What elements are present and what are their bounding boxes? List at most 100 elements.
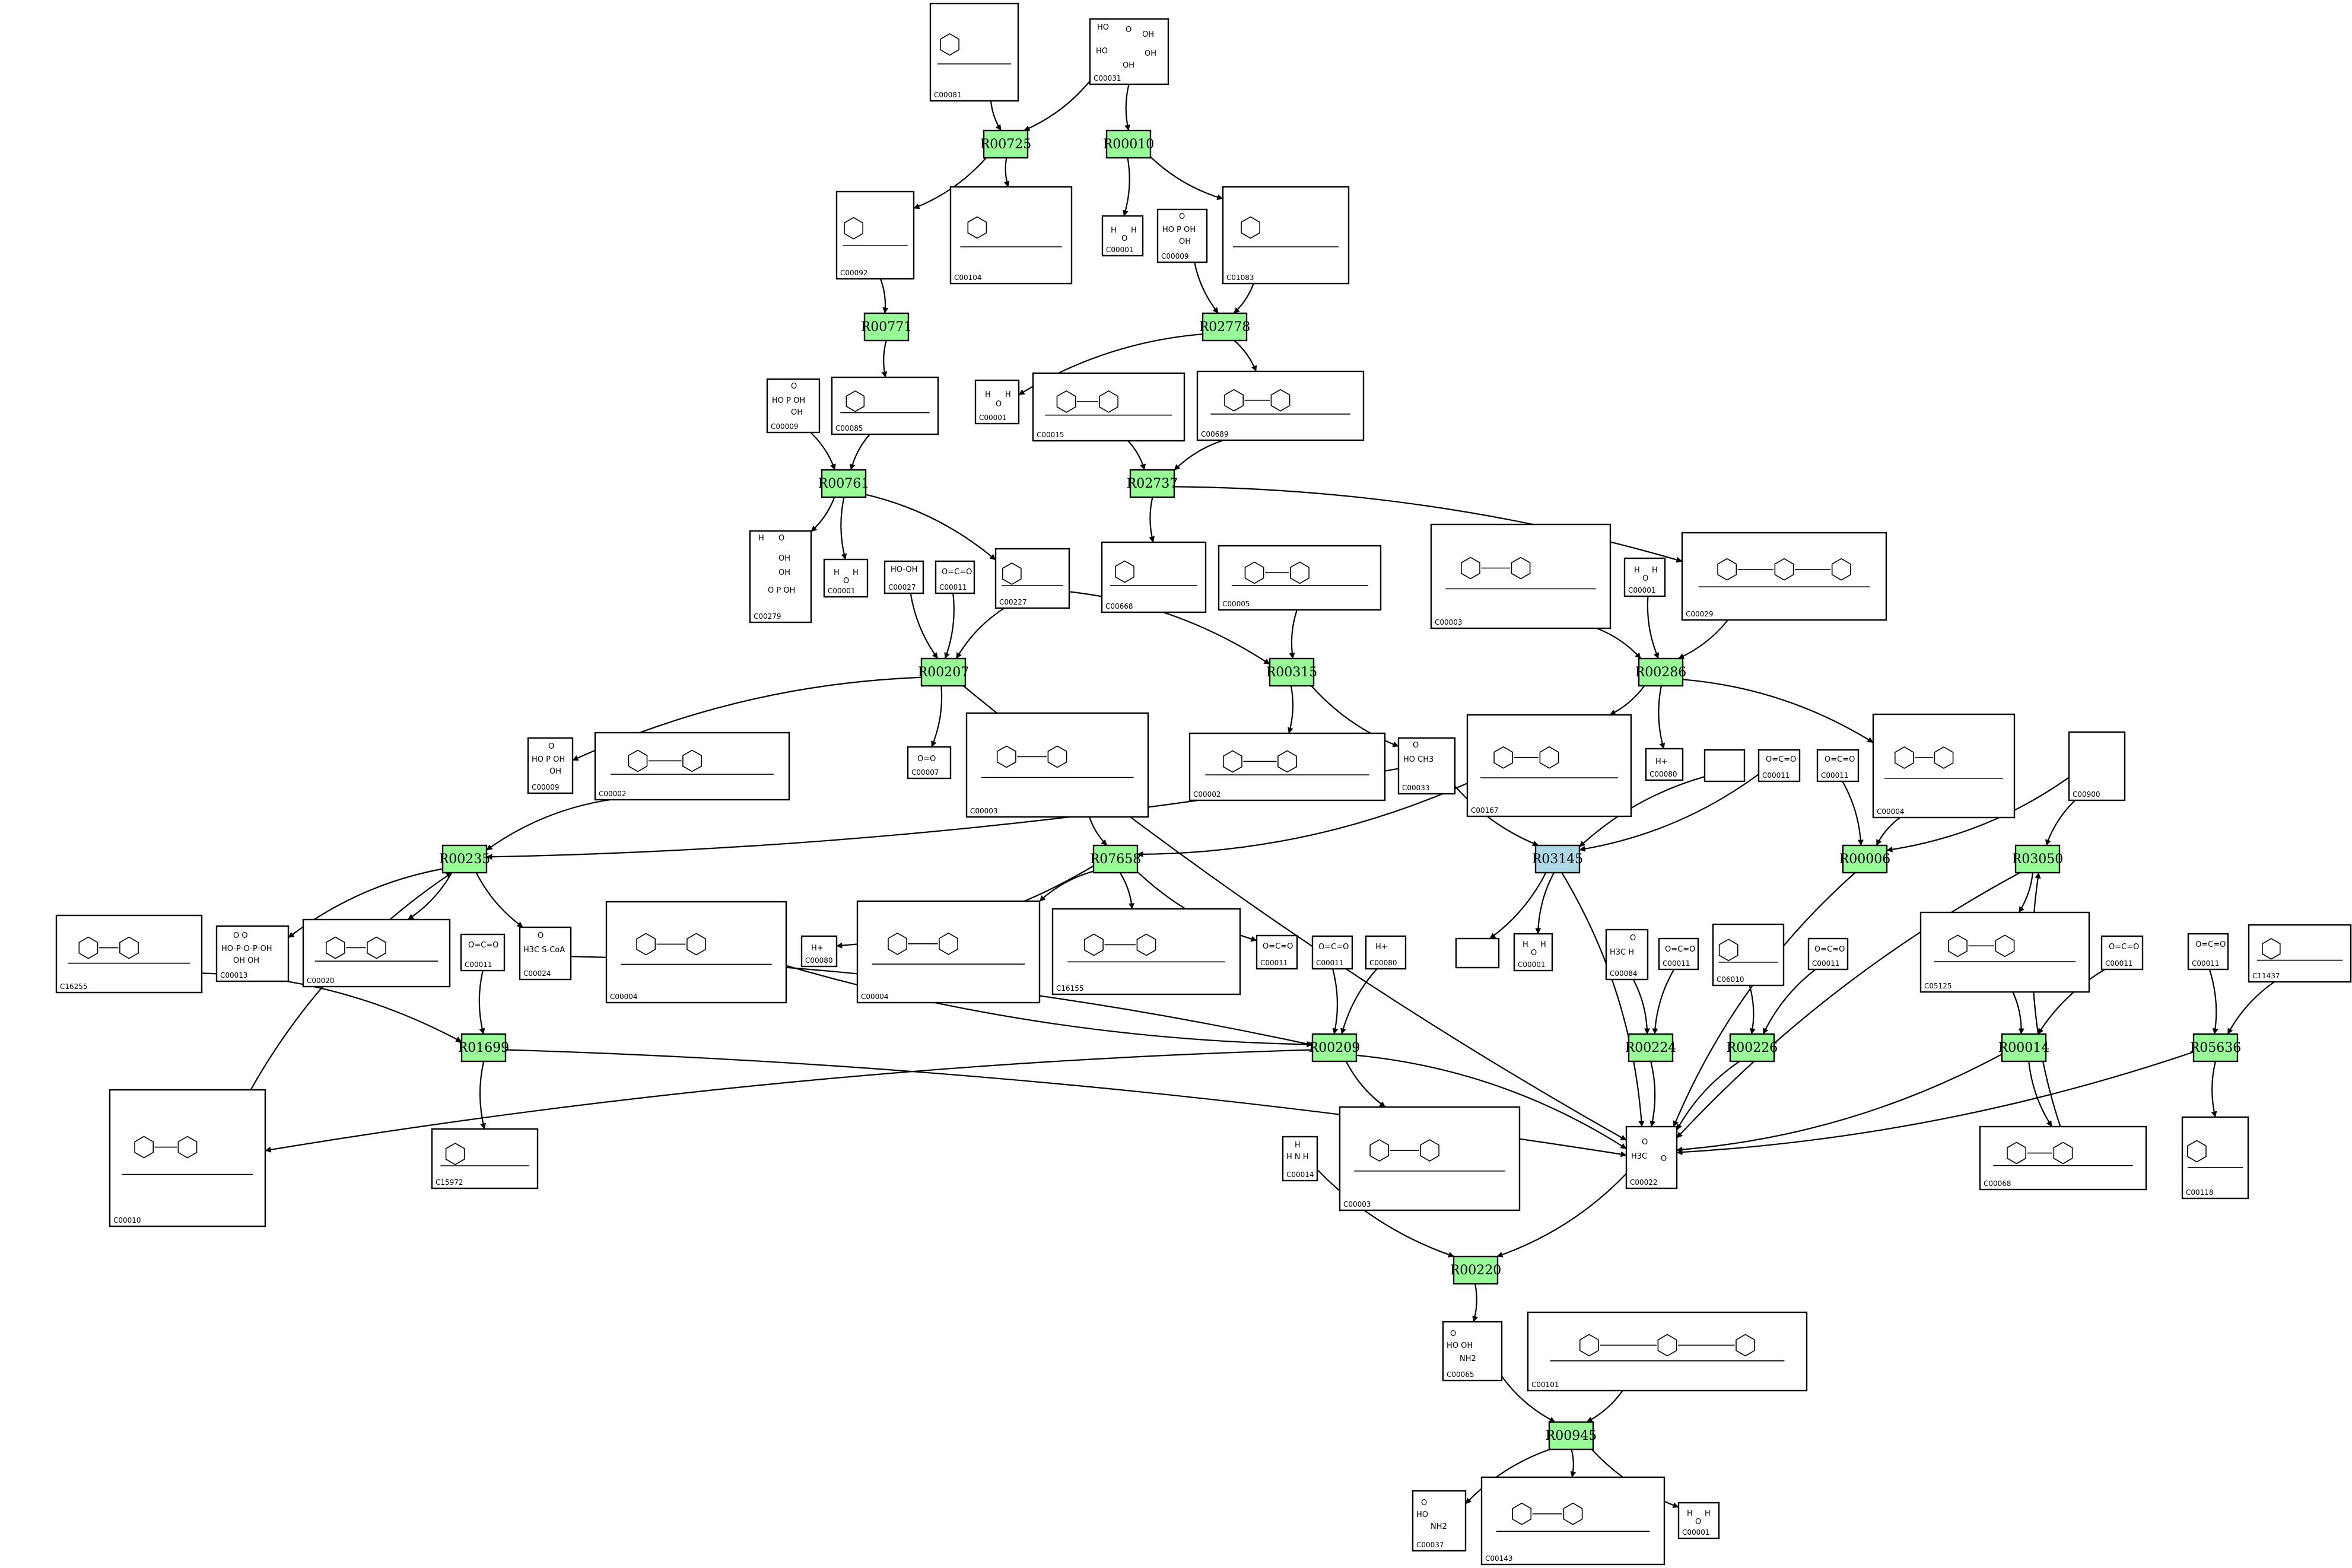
compound-node-n60[interactable]: C00003 xyxy=(1339,1106,1521,1211)
structure-drawing xyxy=(1232,216,1339,247)
compound-node-n36[interactable]: C16255 xyxy=(55,914,203,994)
compound-node-n27[interactable]: C00002 xyxy=(1188,732,1386,802)
reaction-node-r00209[interactable]: R00209 xyxy=(1309,1033,1361,1063)
compound-node-n59[interactable]: C15972 xyxy=(431,1128,539,1189)
reaction-node-r00286[interactable]: R00286 xyxy=(1635,657,1687,687)
reaction-node-r01699[interactable]: R01699 xyxy=(458,1033,510,1063)
reaction-node-r00725[interactable]: R00725 xyxy=(980,129,1032,159)
compound-node-n12[interactable]: C00085 xyxy=(831,376,939,435)
reaction-node-r00945[interactable]: R00945 xyxy=(1546,1421,1597,1451)
reaction-label: R00315 xyxy=(1266,665,1318,680)
compound-node-n52[interactable]: C06010 xyxy=(1712,923,1785,987)
reaction-node-r00006[interactable]: R00006 xyxy=(1839,844,1891,874)
compound-node-n03[interactable]: C00092 xyxy=(835,190,915,280)
reaction-node-r00224[interactable]: R00224 xyxy=(1625,1033,1677,1063)
compound-node-n58[interactable]: C00010 xyxy=(109,1089,266,1227)
compound-id-label: C16155 xyxy=(1056,984,1084,993)
compound-node-n62[interactable]: C00068 xyxy=(1979,1125,2147,1191)
compound-node-n57[interactable]: C11437 xyxy=(2248,924,2352,983)
compound-node-n42[interactable]: H+C00080 xyxy=(800,935,838,968)
reaction-node-r03050[interactable]: R03050 xyxy=(2012,844,2064,874)
compound-node-n47[interactable]: H+C00080 xyxy=(1365,935,1407,970)
compound-node-n19[interactable]: C00005 xyxy=(1218,545,1382,611)
compound-node-n54[interactable]: C05125 xyxy=(1919,911,2090,993)
reaction-node-r05636[interactable]: R05636 xyxy=(2190,1033,2242,1063)
compound-node-n34[interactable]: C00004 xyxy=(1872,713,2016,819)
compound-node-n07[interactable]: C01083 xyxy=(1222,186,1350,285)
edge-n46-to-R00209 xyxy=(1332,968,1339,1035)
compound-node-n18[interactable]: C00668 xyxy=(1101,541,1207,613)
compound-node-n01[interactable]: C00081 xyxy=(929,2,1019,102)
compound-node-n68[interactable]: C00143 xyxy=(1480,1476,1666,1566)
compound-id-label: C00068 xyxy=(1984,1179,2011,1188)
compound-node-n24[interactable]: C00002 xyxy=(594,731,790,801)
compound-node-n63[interactable]: C00118 xyxy=(2181,1116,2249,1200)
compound-node-n30[interactable]: H+C00080 xyxy=(1645,748,1684,781)
compound-node-n44[interactable]: C16155 xyxy=(1051,908,1241,995)
reaction-node-r07658[interactable]: R07658 xyxy=(1090,844,1142,874)
compound-node-n20[interactable]: C00003 xyxy=(1430,523,1612,629)
reaction-node-r00014[interactable]: R00014 xyxy=(1998,1033,2050,1063)
reaction-node-r02737[interactable]: R02737 xyxy=(1127,469,1178,498)
compound-node-n26[interactable]: C00003 xyxy=(965,712,1149,818)
reaction-node-r00226[interactable]: R00226 xyxy=(1727,1033,1778,1063)
reaction-node-r02778[interactable]: R02778 xyxy=(1199,312,1251,342)
edge-R00761-to-n13 xyxy=(811,497,835,532)
compound-node-n66[interactable]: C00101 xyxy=(1527,1311,1808,1392)
compound-node-n10[interactable]: C00689 xyxy=(1196,370,1365,441)
reaction-node-r00220[interactable]: R00220 xyxy=(1450,1255,1502,1285)
edge-n64-to-R00220 xyxy=(1317,1169,1455,1258)
reaction-node-r00315[interactable]: R00315 xyxy=(1266,657,1318,687)
compound-node-n22[interactable]: C00029 xyxy=(1681,532,1887,621)
reaction-node-r00010[interactable]: R00010 xyxy=(1103,129,1155,159)
compound-node-n48[interactable] xyxy=(1455,937,1500,969)
compound-node-n09[interactable]: C00015 xyxy=(1032,372,1185,442)
compound-node-n38[interactable]: C00020 xyxy=(302,918,451,988)
compound-node-n41[interactable]: C00004 xyxy=(605,901,787,1004)
compound-node-n43[interactable]: C00004 xyxy=(856,900,1041,1004)
compound-node-n17[interactable]: C00227 xyxy=(994,548,1070,609)
compound-node-n35[interactable]: C00900 xyxy=(2068,731,2126,802)
reaction-node-r00235[interactable]: R00235 xyxy=(439,844,491,874)
reaction-node-r00207[interactable]: R00207 xyxy=(918,657,970,687)
structure-drawing xyxy=(314,936,438,962)
compound-node-n29[interactable]: C00167 xyxy=(1466,714,1632,818)
reaction-node-r00761[interactable]: R00761 xyxy=(818,469,870,498)
reaction-node-r03145[interactable]: R03145 xyxy=(1532,844,1584,874)
compound-node-n31[interactable] xyxy=(1703,749,1746,783)
compound-node-n04[interactable]: C00104 xyxy=(949,186,1073,285)
reaction-node-r00771[interactable]: R00771 xyxy=(861,312,913,342)
edge-n50-to-R00224 xyxy=(1632,979,1650,1035)
